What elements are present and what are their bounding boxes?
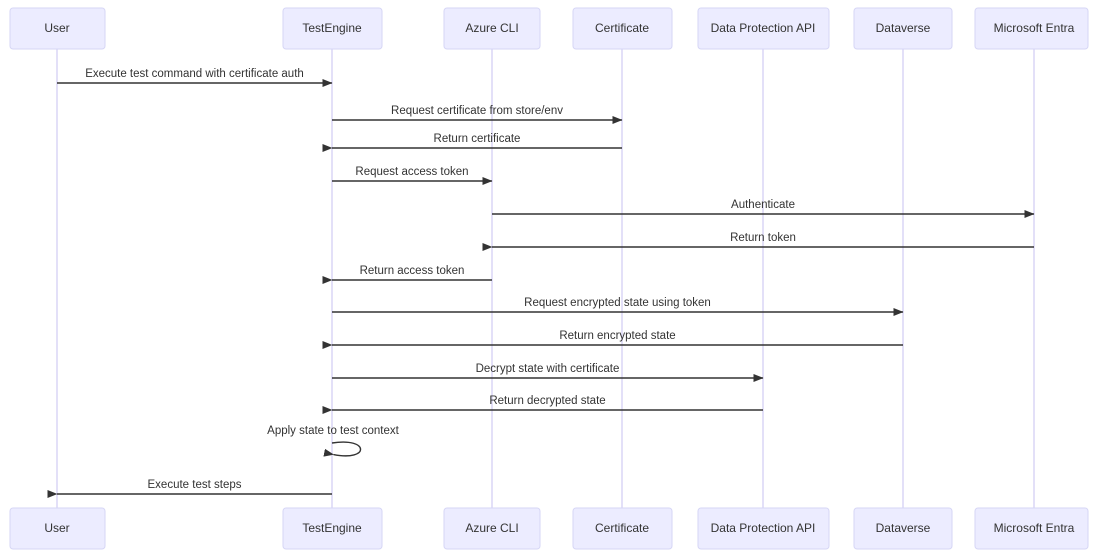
- message-7: Return access token: [322, 265, 492, 284]
- message-3: Return certificate: [322, 133, 622, 152]
- actors-top-group: User TestEngine Azure CLI Certificate Data P…: [9, 7, 1089, 50]
- actor-label: Dataverse: [876, 521, 931, 535]
- actor-dv-top[interactable]: Dataverse: [853, 7, 953, 50]
- message-1: Execute test command with certificate au…: [57, 68, 333, 87]
- actor-entra-top[interactable]: Microsoft Entra: [974, 7, 1089, 50]
- actor-box: [282, 507, 383, 550]
- actor-box: [853, 507, 953, 550]
- message-13: Execute test steps: [47, 479, 332, 498]
- actor-label: Microsoft Entra: [994, 21, 1075, 35]
- actor-label: Microsoft Entra: [994, 521, 1075, 535]
- actor-azcli-bottom[interactable]: Azure CLI: [443, 507, 541, 550]
- message-label: Return access token: [360, 265, 465, 277]
- actor-label: Dataverse: [876, 21, 931, 35]
- message-11: Return decrypted state: [322, 395, 763, 414]
- message-label: Execute test command with certificate au…: [85, 68, 304, 80]
- message-10: Decrypt state with certificate: [332, 363, 764, 382]
- actor-azcli-top[interactable]: Azure CLI: [443, 7, 541, 50]
- message-label: Execute test steps: [148, 479, 242, 491]
- actor-box: [572, 507, 673, 550]
- messages-group: Execute test command with certificate au…: [47, 68, 1035, 498]
- actor-label: TestEngine: [302, 521, 362, 535]
- message-2: Request certificate from store/env: [332, 105, 623, 124]
- message-label: Authenticate: [731, 199, 795, 211]
- actor-label: TestEngine: [302, 21, 362, 35]
- message-4: Request access token: [332, 166, 493, 185]
- actor-dv-bottom[interactable]: Dataverse: [853, 507, 953, 550]
- message-label: Decrypt state with certificate: [476, 363, 620, 375]
- actor-user-top[interactable]: User: [9, 7, 106, 50]
- actor-label: Certificate: [595, 21, 649, 35]
- message-9: Return encrypted state: [322, 330, 903, 349]
- actor-box: [974, 7, 1089, 50]
- message-label: Apply state to test context: [267, 425, 399, 437]
- self-message-arrow: [323, 441, 362, 457]
- actor-label: Data Protection API: [711, 21, 816, 35]
- message-label: Request encrypted state using token: [524, 297, 711, 309]
- actor-box: [697, 507, 830, 550]
- actor-box: [443, 7, 541, 50]
- actor-cert-bottom[interactable]: Certificate: [572, 507, 673, 550]
- message-5: Authenticate: [492, 199, 1035, 218]
- actor-box: [9, 7, 106, 50]
- actor-dpapi-bottom[interactable]: Data Protection API: [697, 507, 830, 550]
- message-label: Return certificate: [434, 133, 521, 145]
- actor-user-bottom[interactable]: User: [9, 507, 106, 550]
- actor-box: [853, 7, 953, 50]
- message-label: Return encrypted state: [559, 330, 675, 342]
- actors-bottom-group: User TestEngine Azure CLI Certificate Data P…: [9, 507, 1089, 550]
- message-12: Apply state to test context: [267, 425, 400, 457]
- message-6: Return token: [482, 232, 1034, 251]
- actor-engine-top[interactable]: TestEngine: [282, 7, 383, 50]
- message-label: Request certificate from store/env: [391, 105, 563, 117]
- message-8: Request encrypted state using token: [332, 297, 904, 316]
- message-label: Return decrypted state: [489, 395, 605, 407]
- actor-cert-top[interactable]: Certificate: [572, 7, 673, 50]
- actor-box: [572, 7, 673, 50]
- actor-label: User: [44, 521, 69, 535]
- actor-engine-bottom[interactable]: TestEngine: [282, 507, 383, 550]
- actor-dpapi-top[interactable]: Data Protection API: [697, 7, 830, 50]
- actor-label: Certificate: [595, 521, 649, 535]
- actor-label: User: [44, 21, 69, 35]
- lifelines-group: [56, 49, 1035, 508]
- actor-label: Azure CLI: [465, 21, 518, 35]
- actor-box: [974, 507, 1089, 550]
- actor-box: [443, 507, 541, 550]
- message-label: Return token: [730, 232, 796, 244]
- actor-box: [282, 7, 383, 50]
- actor-label: Data Protection API: [711, 521, 816, 535]
- actor-box: [9, 507, 106, 550]
- actor-label: Azure CLI: [465, 521, 518, 535]
- actor-box: [697, 7, 830, 50]
- message-label: Request access token: [355, 166, 468, 178]
- actor-entra-bottom[interactable]: Microsoft Entra: [974, 507, 1089, 550]
